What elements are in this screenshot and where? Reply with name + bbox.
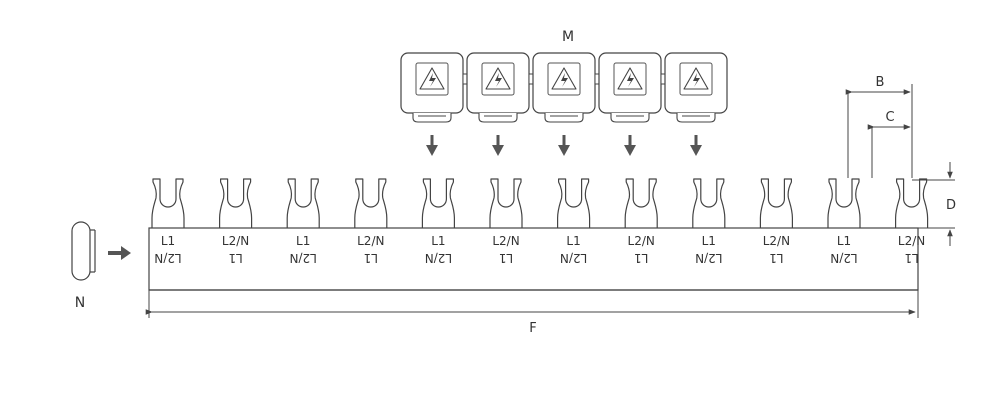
terminal-label-top: L2/N	[492, 234, 519, 248]
terminal-labels: L1L2/NL2/NL1L1L2/NL2/NL1L1L2/NL2/NL1L1L2…	[154, 234, 925, 265]
fork-terminal	[354, 178, 388, 228]
terminal-label-top: L1	[161, 234, 175, 248]
terminal-label-top: L2/N	[628, 234, 655, 248]
terminal-label-top: L2/N	[357, 234, 384, 248]
terminal-label-bottom: L1	[499, 251, 513, 265]
terminal-label-top: L1	[702, 234, 716, 248]
terminal-label-top: L2/N	[898, 234, 925, 248]
protection-cap	[532, 52, 600, 156]
label-b: B	[876, 75, 885, 90]
down-arrow-icon	[624, 135, 636, 156]
terminal-label-bottom: L2/N	[154, 251, 181, 265]
protection-cap	[598, 52, 666, 156]
down-arrow-icon	[492, 135, 504, 156]
terminal-label-bottom: L1	[634, 251, 648, 265]
down-arrow-icon	[426, 135, 438, 156]
protection-cap	[400, 52, 468, 156]
terminal-label-bottom: L1	[364, 251, 378, 265]
terminal-label-bottom: L1	[228, 251, 242, 265]
protection-cap	[664, 52, 728, 156]
protection-cap	[466, 52, 534, 156]
protection-caps	[400, 52, 728, 156]
fork-terminals	[151, 178, 929, 228]
busbar-body	[148, 227, 919, 291]
terminal-label-bottom: L2/N	[560, 251, 587, 265]
terminal-label-bottom: L1	[904, 251, 918, 265]
terminal-label-top: L2/N	[222, 234, 249, 248]
label-d: D	[946, 198, 956, 213]
dimension-b	[845, 84, 913, 178]
fork-terminal	[421, 178, 455, 228]
fork-terminal	[827, 178, 861, 228]
terminal-label-top: L1	[431, 234, 445, 248]
terminal-label-bottom: L2/N	[830, 251, 857, 265]
fork-terminal	[895, 178, 929, 228]
down-arrow-icon	[690, 135, 702, 156]
fork-terminal	[219, 178, 253, 228]
fork-terminal	[489, 178, 523, 228]
fork-terminal	[286, 178, 320, 228]
dimension-d	[912, 162, 955, 246]
down-arrow-icon	[558, 135, 570, 156]
end-cap	[71, 221, 96, 281]
terminal-label-top: L1	[566, 234, 580, 248]
insert-arrow-icon	[108, 246, 131, 260]
terminal-label-bottom: L2/N	[695, 251, 722, 265]
label-f: F	[529, 321, 536, 336]
fork-terminal	[759, 178, 793, 228]
label-n: N	[75, 295, 85, 311]
terminal-label-bottom: L2/N	[425, 251, 452, 265]
dimension-f	[145, 290, 919, 318]
fork-terminal	[624, 178, 658, 228]
terminal-label-top: L1	[296, 234, 310, 248]
terminal-label-bottom: L2/N	[290, 251, 317, 265]
fork-terminal	[692, 178, 726, 228]
label-c: C	[885, 110, 894, 125]
terminal-label-top: L2/N	[763, 234, 790, 248]
label-m: M	[562, 29, 574, 45]
terminal-label-bottom: L1	[769, 251, 783, 265]
fork-terminal	[557, 178, 591, 228]
dimension-c	[867, 124, 911, 178]
fork-terminal	[151, 178, 185, 228]
terminal-label-top: L1	[837, 234, 851, 248]
